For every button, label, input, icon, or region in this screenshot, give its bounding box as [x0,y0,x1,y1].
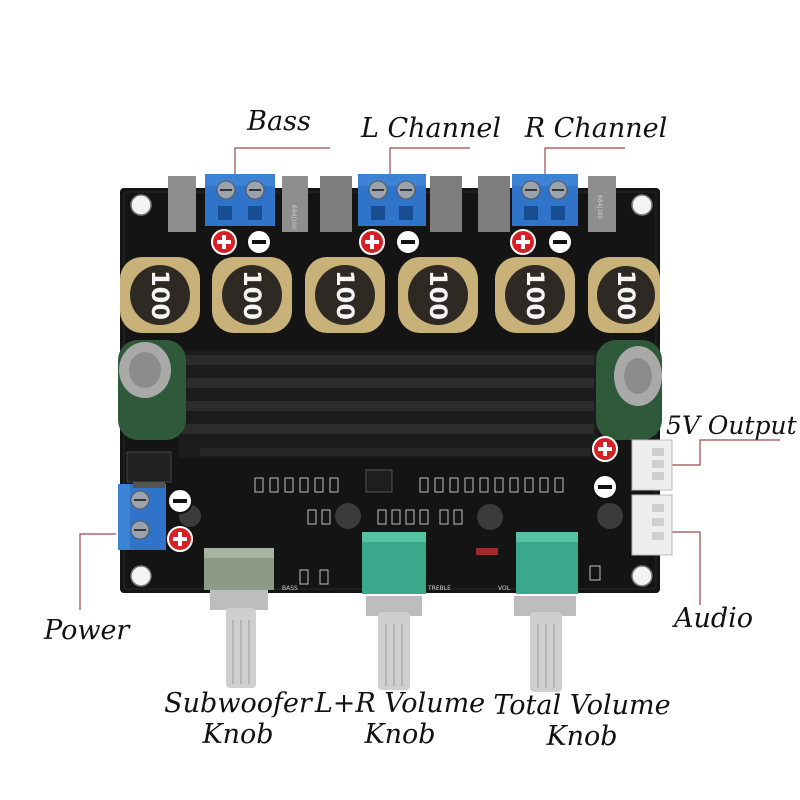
power-label: Power [44,615,130,646]
small-capacitor [477,504,503,530]
audio-leader-line [672,531,701,605]
power-leader-line [79,533,116,610]
speaker-terminals [205,174,578,226]
l-channel-terminal [358,174,426,226]
5v-output-label: 5V Output [666,411,797,440]
r-channel-leader-line [544,147,625,180]
coil-value: 100 [521,270,549,320]
subwoofer-knob-label-line2: Knob [202,719,274,750]
lr-volume-knob-label: L+R Volume Knob [315,690,485,748]
cap-marking: 684J100 [596,195,603,220]
mounting-hole [130,565,152,587]
bass-terminal [205,174,275,226]
mounting-hole [130,194,152,216]
inductor-coil: 100 [495,257,575,333]
inductor-coil: 100 [588,257,660,333]
total-volume-knob-label: Total Volume Knob [493,692,670,750]
regulator [126,451,172,488]
subwoofer-knob-label: Subwoofer Knob [164,690,312,748]
diode [476,548,498,555]
coil-value: 100 [424,270,452,320]
subwoofer-potentiometer: BASS [204,548,298,688]
inductor-coil: 100 [120,257,200,333]
small-capacitor [335,503,361,529]
coil-value: 100 [146,270,174,320]
bass-label: Bass [247,106,311,137]
l-channel-label: L Channel [360,113,502,144]
plus-marker [167,526,193,552]
r-channel-terminal [512,174,578,226]
smd-pads [254,477,601,585]
film-capacitors: 684J100 684J100 [168,176,616,232]
capacitor-left [118,340,186,440]
inductor-coil: 100 [305,257,385,333]
mounting-hole [631,194,653,216]
bass-leader-line [234,147,330,180]
plus-marker [592,436,618,462]
5v-output-leader-line [672,439,780,466]
minus-marker [246,229,272,255]
transistor [365,469,393,493]
vol-silkscreen: VOL [498,585,511,592]
plus-marker [359,229,385,255]
minus-marker [395,229,421,255]
coil-value: 100 [238,270,266,320]
inductor-coils: 100 100 100 100 100 100 [120,257,660,333]
polarity-markers [167,229,618,552]
heatsink [178,350,598,458]
total-volume-knob-label-line1: Total Volume [493,690,671,721]
capacitor-right [596,340,662,440]
inductor-coil: 100 [398,257,478,333]
small-capacitor [597,503,623,529]
leader-lines [79,147,780,610]
audio-label: Audio [674,603,754,634]
minus-marker [547,229,573,255]
subwoofer-knob-label-line1: Subwoofer [164,688,312,719]
minus-marker [167,488,193,514]
minus-marker [592,474,618,500]
bass-silkscreen: BASS [282,585,298,592]
plus-marker [510,229,536,255]
output-5v-connector [631,439,673,491]
audio-input-connector [631,494,673,556]
total-volume-knob-label-line2: Knob [546,721,618,752]
coil-value: 100 [331,270,359,320]
treble-silkscreen: TREBLE [427,585,451,592]
cap-marking: 684J100 [290,205,297,230]
power-terminal [118,484,166,550]
r-channel-label: R Channel [524,113,668,144]
total-volume-potentiometer: VOL [498,532,578,692]
lr-volume-knob-label-line1: L+R Volume [314,688,486,719]
coil-value: 100 [612,270,640,320]
plus-marker [211,229,237,255]
electrolytic-capacitors [118,340,662,530]
mounting-hole [631,565,653,587]
lr-volume-knob-label-line2: Knob [364,719,436,750]
lr-volume-potentiometer: TREBLE [362,532,451,690]
l-channel-leader-line [389,147,470,180]
inductor-coil: 100 [212,257,292,333]
